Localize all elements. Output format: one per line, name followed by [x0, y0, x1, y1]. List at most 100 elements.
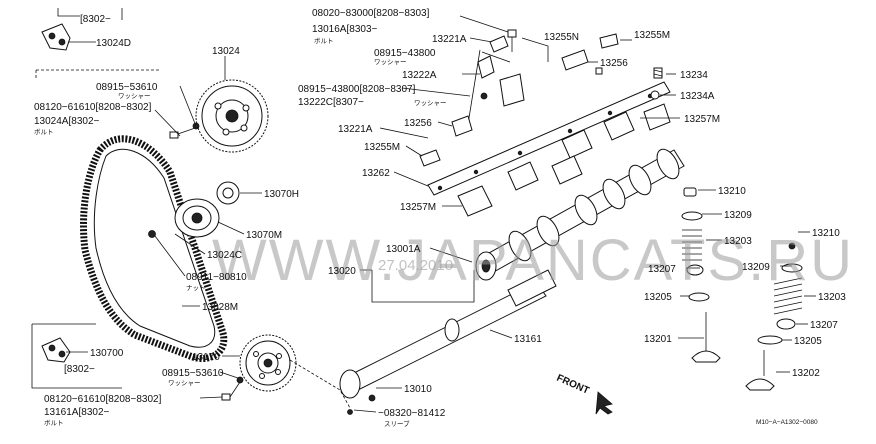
label-bolt-c: ボルト: [314, 37, 334, 45]
bracket-13020: [371, 270, 475, 303]
timing-belt: [80, 135, 228, 362]
label-13161: 13161: [514, 334, 542, 345]
label-13210-b: 13210: [812, 228, 840, 239]
label-13205-a: 13205: [644, 292, 672, 303]
rocker-arms-upper: [561, 103, 671, 159]
leader-08915-a: [481, 51, 511, 63]
valve-stack-left: [681, 187, 721, 363]
label-8302-a: [8302−: [80, 14, 111, 25]
label-13024a: 13024A[8302−: [34, 116, 100, 127]
label-13222c: 13222C[8307−: [298, 97, 364, 108]
lower-gear-bolt: [221, 376, 244, 401]
label-08911: 08911−80810: [186, 272, 247, 283]
leader-13255n: [521, 37, 549, 62]
label-13234a: 13234A: [680, 91, 715, 102]
label-8302-b: [8302−: [64, 364, 95, 375]
label-washer-d: ワッシャー: [414, 99, 447, 107]
bracket-line: [57, 8, 123, 20]
diagram-code: M10−A−A1302−0080: [756, 419, 818, 426]
camshaft: [475, 148, 685, 281]
label-08915-53610-a: 08915−53610: [96, 82, 158, 93]
label-13201: 13201: [644, 334, 672, 345]
leader-08915-b: [401, 87, 471, 97]
rocker-support-upper: [467, 35, 525, 125]
front-arrow: [595, 391, 613, 415]
label-sleeve: スリーブ: [384, 419, 410, 428]
rocker-arms-lower: [457, 155, 583, 217]
leader-13221a-a: [469, 37, 493, 43]
label-13257m-b: 13257M: [400, 202, 436, 213]
label-13203-b: 13203: [818, 292, 846, 303]
label-bolt-b: ボルト: [44, 419, 64, 427]
label-13016a: 13016A[8303−: [312, 24, 378, 35]
leader-13001a: [429, 247, 473, 263]
lower-bracket-frame: [31, 323, 122, 389]
label-13256-b: 13256: [600, 58, 628, 69]
leader-08020: [459, 15, 509, 33]
label-13024c: 13024C: [207, 250, 242, 261]
label-13256-a: 13256: [404, 118, 432, 129]
label-13221a-b: 13221A: [338, 124, 373, 135]
label-13205-b: 13205: [794, 336, 822, 347]
label-washer-b: ワッシャー: [168, 379, 201, 387]
rocker-shaft: [427, 81, 671, 196]
top-bolt-08020: [507, 29, 517, 52]
label-08020: 08020−83000[8208−8303]: [312, 8, 430, 19]
label-08915-53610-b: 08915−53610: [162, 368, 224, 379]
clips-right: [561, 33, 619, 75]
label-130700: 130700: [90, 348, 124, 359]
label-13257m-a: 13257M: [684, 114, 720, 125]
label-bolt-a: ボルト: [34, 128, 54, 136]
label-13207-b: 13207: [810, 320, 838, 331]
label-13209-b: 13209: [742, 262, 770, 273]
leader-08320: [353, 409, 377, 413]
label-13001a: 13001A: [386, 244, 421, 255]
nut-13234a: [650, 90, 660, 100]
label-washer-a: ワッシャー: [118, 92, 151, 100]
label-13210-a: 13210: [718, 186, 746, 197]
watermark-date: 27.04.2010: [378, 257, 453, 274]
label-08915-43800-b: 08915−43800[8208−8307]: [298, 84, 416, 95]
bracket-13024d: [41, 23, 71, 51]
leader-13262: [393, 171, 429, 187]
label-front: FRONT: [555, 373, 591, 397]
label-13010: 13010: [404, 384, 432, 395]
lower-shaft-13161: [339, 269, 557, 399]
label-13020: 13020: [328, 266, 356, 277]
upper-cam-gear: [195, 79, 269, 153]
leader-13256-a: [437, 121, 453, 127]
leader-13024c: [174, 233, 206, 255]
label-13207-a: 13207: [648, 264, 676, 275]
leader-13161: [489, 329, 513, 339]
label-13170: 13170: [192, 352, 220, 363]
label-13209-a: 13209: [724, 210, 752, 221]
leader-13221a-b: [379, 127, 429, 139]
leader-bolt-b: [199, 396, 223, 399]
lower-cam-gear: [239, 334, 297, 392]
label-13024: 13024: [212, 46, 240, 57]
spring-13234: [653, 67, 663, 79]
label-13070m: 13070M: [246, 230, 282, 241]
clips-left: [419, 115, 473, 167]
leader-washer-b: [219, 371, 239, 379]
label-nut: ナット: [186, 284, 206, 292]
label-13028m: 13028M: [202, 302, 238, 313]
leader-bolt-a: [154, 109, 181, 137]
idler-13070h: [216, 181, 240, 205]
leader-13070m: [217, 221, 245, 235]
bracket-130700: [41, 337, 71, 363]
label-08120-a: 08120−61610[8208−8302]: [34, 102, 152, 113]
leader-washer-a: [179, 85, 197, 127]
label-13222a: 13222A: [402, 70, 437, 81]
label-13255m-b: 13255M: [634, 30, 670, 41]
label-08120-b: 08120−61610[8208−8302]: [44, 394, 162, 405]
dashed-box: [35, 69, 160, 80]
nut-08911: [148, 230, 186, 277]
label-13070h: 13070H: [264, 189, 299, 200]
label-washer-c: ワッシャー: [374, 58, 407, 66]
sleeve-13010: [347, 394, 376, 415]
label-08320: −08320−81412: [378, 408, 446, 419]
label-13203-a: 13203: [724, 236, 752, 247]
